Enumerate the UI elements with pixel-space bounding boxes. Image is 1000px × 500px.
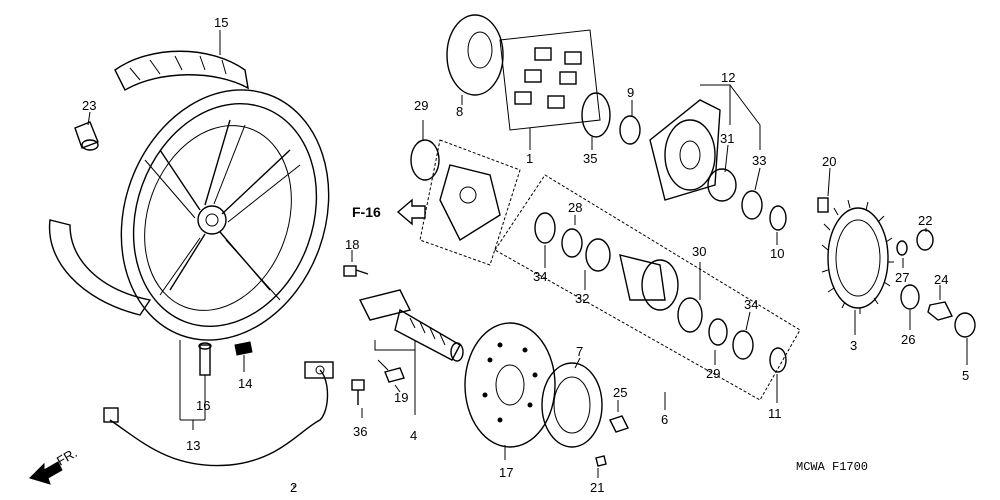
- rear-wheel: [120, 89, 330, 341]
- callout-18: 18: [345, 237, 359, 252]
- cap-5: [954, 312, 976, 338]
- callout-24: 24: [934, 272, 948, 287]
- callout-34-right: 34: [744, 297, 758, 312]
- callout-11: 11: [768, 406, 782, 421]
- callout-19: 19: [394, 390, 408, 405]
- caliper-bracket: [419, 139, 521, 266]
- front-arrow: [29, 461, 63, 485]
- sprocket-hub: [649, 99, 721, 201]
- callout-6-hub: 6: [661, 412, 668, 427]
- washer-27: [896, 240, 908, 256]
- callout-30: 30: [692, 244, 706, 259]
- reference-arrow: [396, 198, 426, 226]
- callout-1: 1: [526, 151, 533, 166]
- bolt-18: [343, 265, 369, 277]
- callout-5: 5: [962, 368, 969, 383]
- collar-9: [619, 115, 641, 145]
- callout-13: 13: [186, 438, 200, 453]
- snap-ring: [410, 139, 440, 181]
- drive-sprocket: [821, 199, 894, 314]
- callout-15: 15: [214, 15, 228, 30]
- callout-10: 10: [770, 246, 784, 261]
- callout-7: 7: [576, 344, 583, 359]
- nut-25: [609, 415, 629, 433]
- bolt-20: [817, 197, 829, 213]
- callout-4: 4: [410, 428, 417, 443]
- sensor-ring: [541, 362, 603, 448]
- bearing-33: [741, 190, 763, 220]
- o-ring-35: [581, 92, 611, 138]
- reference-f16: F-16: [352, 204, 381, 220]
- bolt-36: [351, 379, 365, 405]
- brake-disc: [464, 322, 556, 448]
- callout-12: 12: [721, 70, 735, 85]
- callout-17: 17: [499, 465, 513, 480]
- collar-11: [769, 347, 787, 373]
- callout-36: 36: [353, 424, 367, 439]
- callout-29-bottom: 29: [706, 366, 720, 381]
- callout-25: 25: [613, 385, 627, 400]
- bolt-19: [377, 359, 405, 383]
- nut-24: [927, 301, 954, 321]
- callout-8: 8: [456, 104, 463, 119]
- callout-20: 20: [822, 154, 836, 169]
- bolt-21: [595, 455, 607, 467]
- callout-21: 21: [590, 480, 604, 495]
- collar-10: [769, 205, 787, 231]
- callout-32: 32: [575, 291, 589, 306]
- bearing-31: [707, 168, 737, 202]
- callout-9: 9: [627, 85, 634, 100]
- callout-2: 2: [290, 480, 297, 495]
- callout-22: 22: [918, 213, 932, 228]
- callout-28: 28: [568, 200, 582, 215]
- hub-assembly-box: [494, 174, 801, 401]
- bolt-22: [916, 229, 934, 251]
- damper-group: [499, 29, 601, 131]
- figure-code: MCWA F1700: [796, 460, 868, 474]
- valve-cap: [74, 121, 99, 151]
- callout-3: 3: [850, 338, 857, 353]
- sensor-cable: [103, 361, 334, 467]
- callout-35: 35: [583, 151, 597, 166]
- callout-29-top: 29: [414, 98, 428, 113]
- callout-33: 33: [752, 153, 766, 168]
- callout-27: 27: [895, 270, 909, 285]
- balance-weight: [234, 341, 253, 356]
- tire: [48, 50, 249, 316]
- callout-16: 16: [196, 398, 210, 413]
- callout-31: 31: [720, 131, 734, 146]
- callout-23: 23: [82, 98, 96, 113]
- leader-lines: [87, 30, 968, 488]
- collar-26: [900, 284, 920, 310]
- axle-shaft: [358, 289, 464, 362]
- callout-26: 26: [901, 332, 915, 347]
- callout-14: 14: [238, 376, 252, 391]
- callouts: 15 23 16 13 14 18 19 36 4 2 17 7 25 21 8…: [54, 15, 969, 495]
- valve-stem: [198, 342, 212, 376]
- damper-holder: [446, 14, 504, 96]
- callout-34-left: 34: [533, 269, 547, 284]
